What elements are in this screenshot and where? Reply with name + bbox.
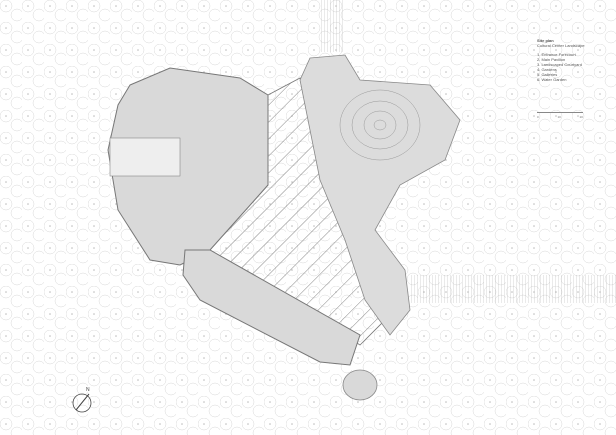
scale-label: 20 xyxy=(579,115,583,119)
scale-bar: 0 10 20 xyxy=(537,112,583,119)
north-arrow: N xyxy=(72,387,92,413)
legend: Site plan Cultural Center Landscape 1. E… xyxy=(537,38,585,82)
legend-title: Site plan xyxy=(537,38,554,43)
legend-item: 1. Entrance Forecourt xyxy=(537,52,576,57)
entrance-steps xyxy=(109,137,181,177)
legend-item: 3. Landscaped Courtyard xyxy=(537,62,582,67)
scale-label: 0 xyxy=(537,115,539,119)
scale-label: 10 xyxy=(557,115,561,119)
legend-item: 2. Main Pavilion xyxy=(537,57,566,62)
legend-item: 4. Gardens xyxy=(537,67,557,72)
legend-item: 6. Water Garden xyxy=(537,77,567,82)
south-plaza xyxy=(342,369,378,401)
legend-item: 5. Galleries xyxy=(537,72,558,77)
legend-subtitle: Cultural Center Landscape xyxy=(537,43,585,48)
pond-contours xyxy=(339,89,421,161)
east-boardwalk xyxy=(410,275,616,303)
galleries-wing xyxy=(182,249,361,366)
north-boardwalk xyxy=(320,0,345,52)
north-label: N xyxy=(86,387,90,393)
